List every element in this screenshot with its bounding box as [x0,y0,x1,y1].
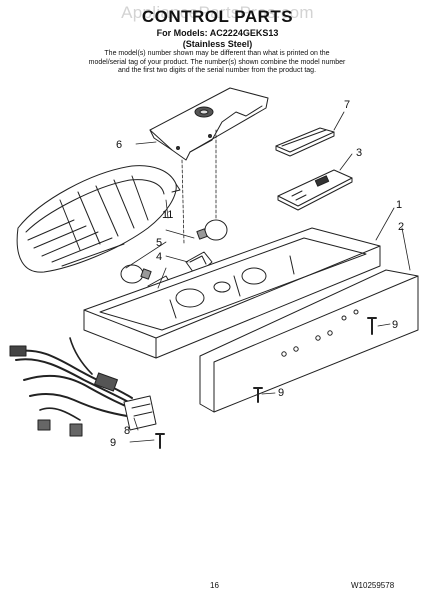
callout-9-middle: 9 [278,387,284,399]
watermark: AppliancePartsPros.com [121,3,314,22]
part-7-bracket [275,127,335,157]
callout-2: 2 [398,221,404,233]
callout-9-left: 9 [110,437,116,449]
callout-11: 11 [162,209,173,221]
callout-7: 7 [344,99,350,111]
callout-9-right: 9 [392,319,398,331]
page-number: 16 [210,581,219,590]
model-note: The model(s) number shown may be differe… [88,50,346,75]
callout-8: 8 [124,425,130,437]
part-1-control-housing [83,227,381,359]
part-5-lamps [120,219,228,284]
page-title: CONTROL PARTS [141,7,294,26]
callout-3: 3 [356,147,362,159]
part-8-wire-harness [9,337,157,437]
callout-1: 1 [396,199,402,211]
callout-6: 6 [116,139,122,151]
part-11-light-shield [16,165,181,273]
part-6-top-cover [149,87,269,161]
part-2-control-panel [199,269,419,413]
part-9-screws [155,317,377,449]
part-3-control-board [277,169,353,211]
callout-labels: 6 7 3 1 2 11 5 4 9 9 8 9 [110,99,404,449]
callout-4: 4 [156,251,162,263]
document-number: W10259578 [351,581,395,590]
leader-lines [125,111,411,443]
finish-line: (Stainless Steel) [182,39,253,49]
callout-5: 5 [156,237,162,249]
model-line: For Models: AC2224GEKS13 [156,28,279,38]
